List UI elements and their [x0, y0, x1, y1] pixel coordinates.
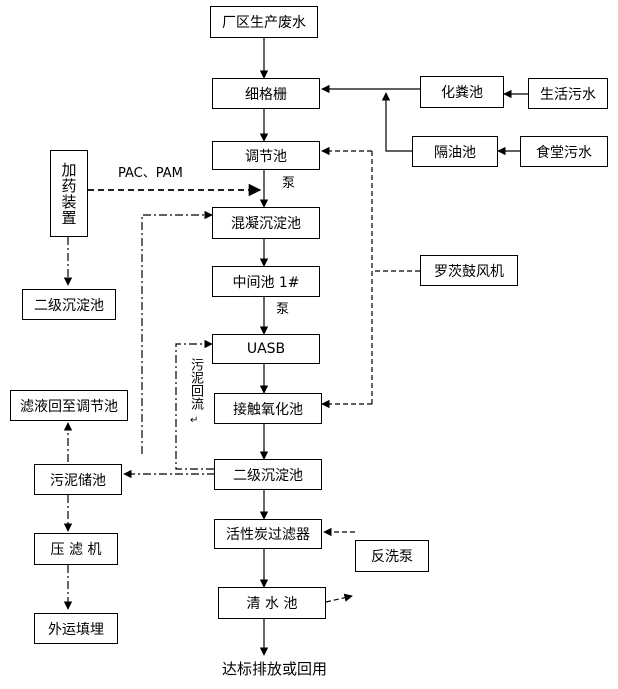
arrow-sludge-return-to-uasb	[175, 339, 214, 470]
node-clear-water-tank: 清 水 池	[218, 587, 326, 619]
node-fine-grid: 细格栅	[212, 78, 320, 109]
node-filtrate-return: 滤液回至调节池	[10, 390, 128, 421]
node-canteen-sewage: 食堂污水	[520, 136, 608, 167]
label-sludge-return: 污泥回流	[188, 358, 203, 410]
node-activated-carbon-filter: 活性炭过滤器	[214, 519, 322, 549]
node-equalization-tank: 调节池	[212, 141, 320, 170]
arrow-sludge-to-coag	[141, 210, 213, 454]
label-sludge-return-mark: ↵	[190, 415, 199, 426]
label-pump-2: 泵	[276, 302, 290, 317]
node-intermediate-tank: 中间池 1#	[212, 266, 320, 297]
node-septic-tank: 化粪池	[420, 76, 504, 108]
node-dosing-device: 加药装置	[50, 150, 88, 237]
label-pump-1: 泵	[282, 176, 296, 191]
arrow-grease-to-grid	[381, 92, 412, 152]
node-domestic-sewage: 生活污水	[528, 78, 608, 109]
label-chemicals: PAC、PAM	[118, 166, 183, 181]
node-grease-trap: 隔油池	[412, 136, 498, 167]
arrow-clear-to-backwash	[325, 593, 353, 603]
node-external-landfill: 外运填埋	[34, 613, 118, 644]
node-uasb: UASB	[212, 334, 320, 364]
node-secondary-sed: 二级沉淀池	[214, 459, 322, 490]
node-roots-blower: 罗茨鼓风机	[420, 255, 518, 286]
node-backwash-pump: 反洗泵	[355, 540, 429, 572]
node-plant-wastewater: 厂区生产废水	[210, 6, 318, 38]
node-secondary-sed-left: 二级沉淀池	[22, 289, 116, 320]
node-coag-sed-tank: 混凝沉淀池	[212, 207, 320, 239]
node-sludge-tank: 污泥储池	[34, 464, 122, 495]
label-final-output: 达标排放或回用	[222, 660, 328, 678]
node-filter-press: 压 滤 机	[34, 533, 118, 565]
node-contact-oxidation: 接触氧化池	[214, 393, 322, 424]
